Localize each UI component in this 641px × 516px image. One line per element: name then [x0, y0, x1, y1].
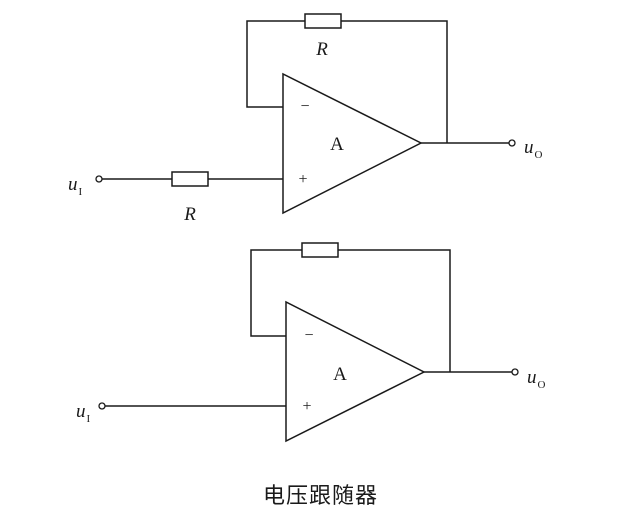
top-input-resistor	[171, 171, 209, 187]
bottom-feedback-wire	[250, 249, 451, 372]
bottom-plus-sign: +	[302, 398, 311, 415]
bottom-output-terminal	[511, 368, 519, 376]
top-minus-sign: −	[300, 98, 309, 115]
bottom-output-label: uO	[527, 367, 546, 391]
top-opamp-triangle	[282, 72, 423, 215]
bottom-opamp-triangle	[285, 300, 426, 443]
bottom-feedback-resistor	[301, 242, 339, 258]
figure-caption: 电压跟随器	[262, 484, 378, 509]
top-feedback-resistor	[304, 13, 342, 29]
bottom-input-sub: I	[87, 413, 91, 425]
bottom-amp-label: A	[333, 364, 347, 385]
top-input-resistor-label: R	[183, 204, 196, 225]
top-input-var: u	[68, 174, 78, 195]
bottom-input-terminal	[98, 402, 106, 410]
top-feedback-wire	[246, 20, 448, 143]
top-plus-sign: +	[298, 171, 307, 188]
top-input-terminal	[95, 175, 103, 183]
top-output-var: u	[524, 137, 534, 158]
circuit-top: R R A − + uI uO	[68, 13, 543, 225]
top-output-sub: O	[535, 149, 543, 161]
top-input-label: uI	[68, 174, 83, 198]
bottom-output-var: u	[527, 367, 537, 388]
bottom-minus-sign: −	[304, 327, 313, 344]
top-output-label: uO	[524, 137, 543, 161]
circuit-bottom: A − + uI uO	[76, 242, 546, 443]
bottom-input-label: uI	[76, 401, 91, 425]
bottom-output-sub: O	[538, 379, 546, 391]
top-amp-label: A	[330, 134, 344, 155]
top-output-terminal	[508, 139, 516, 147]
top-feedback-resistor-label: R	[315, 39, 328, 60]
top-input-sub: I	[79, 186, 83, 198]
bottom-input-var: u	[76, 401, 86, 422]
